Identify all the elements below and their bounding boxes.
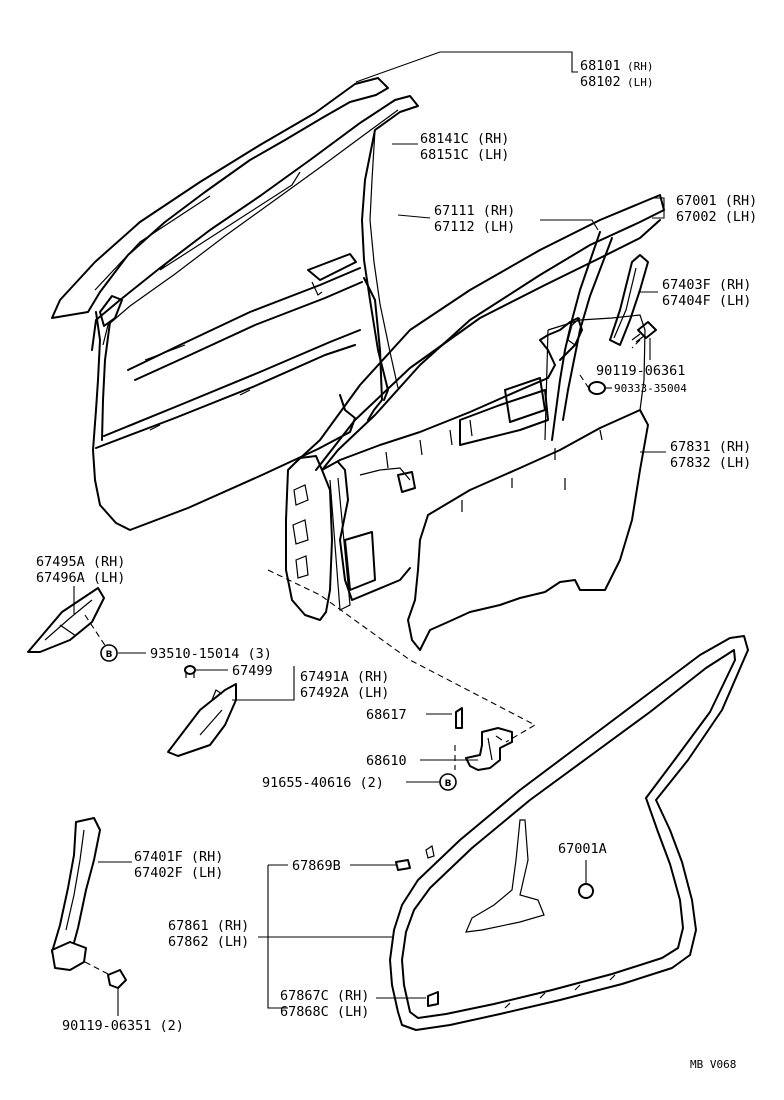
door-inner-frame (285, 194, 665, 621)
check-arm-dash (267, 569, 537, 743)
leader-67001 (652, 197, 665, 219)
label-67862: 67862 (LH) (168, 934, 249, 950)
bolt-icon (631, 321, 657, 343)
label-67495a: 67495A (RH) (36, 554, 125, 570)
label-67499: 67499 (232, 663, 273, 679)
label-67401f: 67401F (RH) (134, 849, 223, 865)
label-67491a: 67491A (RH) (300, 669, 389, 685)
label-90333-35004: 90333-35004 (614, 382, 687, 395)
b-marker-upper-text: B (106, 650, 113, 660)
label-67831: 67831 (RH) (670, 439, 751, 455)
label-68102: 68102 (580, 74, 621, 90)
label-91655: 91655-40616 (2) (262, 775, 384, 791)
clip-icon (588, 381, 606, 395)
label-67112: 67112 (LH) (434, 219, 515, 235)
clip-67867c-icon (427, 991, 439, 1007)
door-weatherstrip (389, 635, 749, 1031)
door-check-hinge (455, 707, 513, 771)
label-67404f: 67404F (LH) (662, 293, 751, 309)
door-trim-panel (407, 314, 649, 651)
label-67402f: 67402F (LH) (134, 865, 223, 881)
label-67861: 67861 (RH) (168, 918, 249, 934)
label-68151c: 68151C (LH) (420, 147, 509, 163)
label-90119-06361: 90119-06361 (596, 363, 685, 379)
leader-67491a (232, 666, 295, 701)
label-68101: 68101 (580, 58, 621, 74)
footer-code: MB V068 (690, 1058, 736, 1071)
label-93510: 93510-15014 (3) (150, 646, 272, 662)
label-67492a: 67492A (LH) (300, 685, 389, 701)
clip-head-icon (425, 845, 435, 859)
b-marker-lower: B (439, 773, 457, 791)
label-67001: 67001 (RH) (676, 193, 757, 209)
bolt-dash-right (631, 339, 641, 349)
corner-cover-lower (167, 683, 237, 757)
clip-67499-icon (184, 665, 196, 678)
label-67867c: 67867C (RH) (280, 988, 369, 1004)
label-67002: 67002 (LH) (676, 209, 757, 225)
label-68101-side: (RH) (627, 60, 654, 73)
label-67832: 67832 (LH) (670, 455, 751, 471)
label-68617: 68617 (366, 707, 407, 723)
glass-run-channel (91, 95, 419, 401)
label-67403f: 67403F (RH) (662, 277, 751, 293)
leader-68101 (355, 51, 578, 83)
window-channel-piece (307, 253, 357, 296)
leader-67111b (540, 219, 599, 231)
plug-icon (578, 883, 594, 899)
leader-67861-bracket (267, 865, 288, 1009)
label-90119-06351: 90119-06351 (2) (62, 1018, 184, 1034)
clip-dash (579, 374, 591, 391)
corner-cover-upper (27, 587, 105, 653)
pillar-dash (84, 961, 111, 976)
label-67869b: 67869B (292, 858, 341, 874)
bolt-lower-icon (107, 969, 127, 989)
label-67868c: 67868C (LH) (280, 1004, 369, 1020)
outer-door-panel (51, 77, 389, 531)
pillar-garnish (51, 817, 101, 971)
label-68141c: 68141C (RH) (420, 131, 509, 147)
b-marker-upper: B (100, 644, 118, 662)
label-67001a: 67001A (558, 841, 607, 857)
label-67111: 67111 (RH) (434, 203, 515, 219)
leader-67111 (397, 214, 431, 219)
label-68102-side: (LH) (627, 76, 654, 89)
window-frame-molding (609, 254, 649, 346)
label-68610: 68610 (366, 753, 407, 769)
clip-67869b-icon (395, 859, 411, 871)
b-marker-lower-text: B (445, 779, 452, 789)
label-67496a: 67496A (LH) (36, 570, 125, 586)
cover-dash (84, 614, 109, 651)
